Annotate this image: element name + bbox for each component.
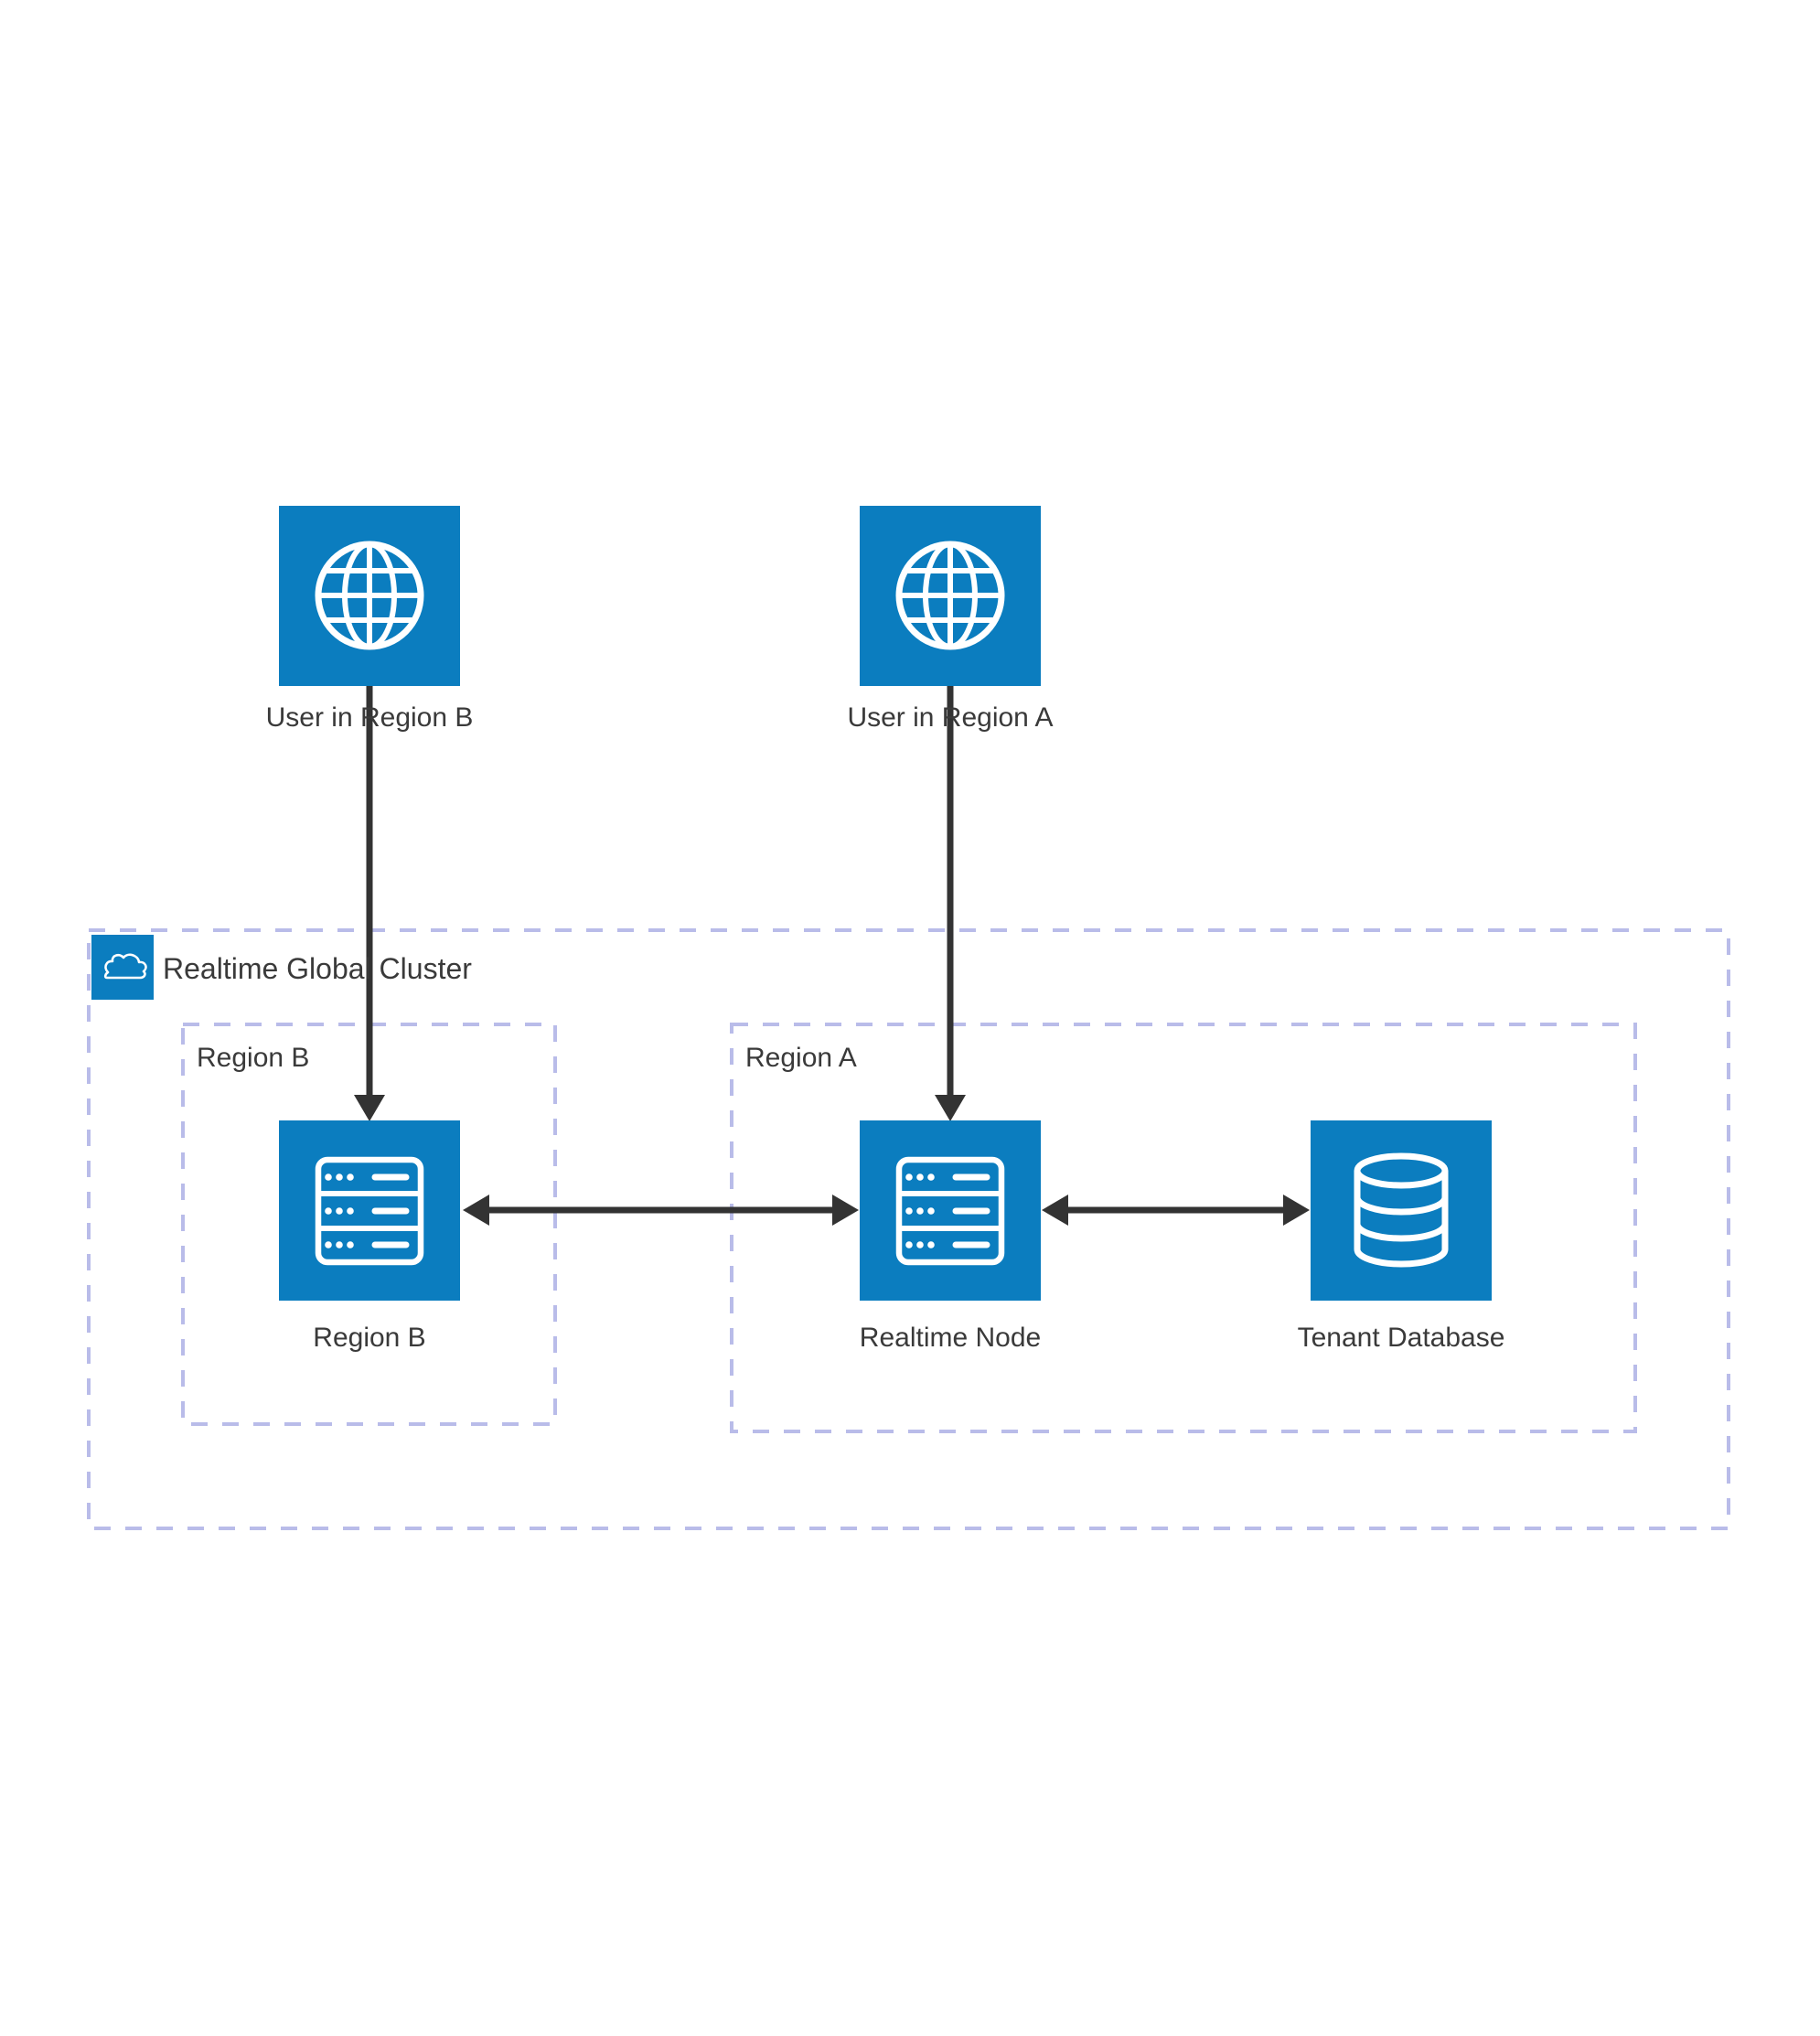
node-tenant-database (1311, 1120, 1492, 1301)
node-region-b-server-rect (279, 1120, 460, 1301)
node-region-b-server-label: Region B (313, 1323, 425, 1353)
arrowhead-down (935, 1095, 966, 1121)
arrowhead-right (1283, 1195, 1310, 1226)
region-a-label: Region A (745, 1043, 857, 1073)
node-tenant-database-label: Tenant Database (1298, 1323, 1505, 1353)
node-realtime-node-rect (860, 1120, 1041, 1301)
node-realtime-node (860, 1120, 1041, 1301)
arrowhead-left (463, 1195, 489, 1226)
cloud-icon (103, 953, 147, 980)
globe-icon (315, 541, 424, 650)
cloud-badge-rect (91, 935, 154, 1000)
edge-realtime-node-to-tenant-database (1042, 1195, 1310, 1226)
node-user-region-b (279, 506, 460, 686)
edge-user-a-to-realtime-node (935, 686, 966, 1121)
edge-user-b-to-region-b-server (354, 686, 385, 1121)
node-region-b-server (279, 1120, 460, 1301)
edge-region-b-server-to-realtime-node (463, 1195, 859, 1226)
database-icon (1354, 1152, 1449, 1268)
arrowhead-left (1042, 1195, 1068, 1226)
region-a-box (730, 1023, 1637, 1433)
server-icon (315, 1156, 424, 1266)
node-user-region-b-label: User in Region B (266, 702, 474, 733)
cluster-badge (91, 935, 154, 1000)
realtime-global-cluster-box (87, 928, 1730, 1530)
server-icon (895, 1156, 1005, 1266)
node-realtime-node-label: Realtime Node (860, 1323, 1041, 1353)
region-b-label: Region B (197, 1043, 309, 1073)
region-b-box (181, 1023, 557, 1426)
arrowhead-right (832, 1195, 859, 1226)
arrowhead-down (354, 1095, 385, 1121)
cluster-title: Realtime Global Cluster (163, 952, 472, 985)
globe-icon (895, 541, 1005, 650)
node-user-region-a (860, 506, 1041, 686)
node-user-region-a-label: User in Region A (847, 702, 1053, 733)
